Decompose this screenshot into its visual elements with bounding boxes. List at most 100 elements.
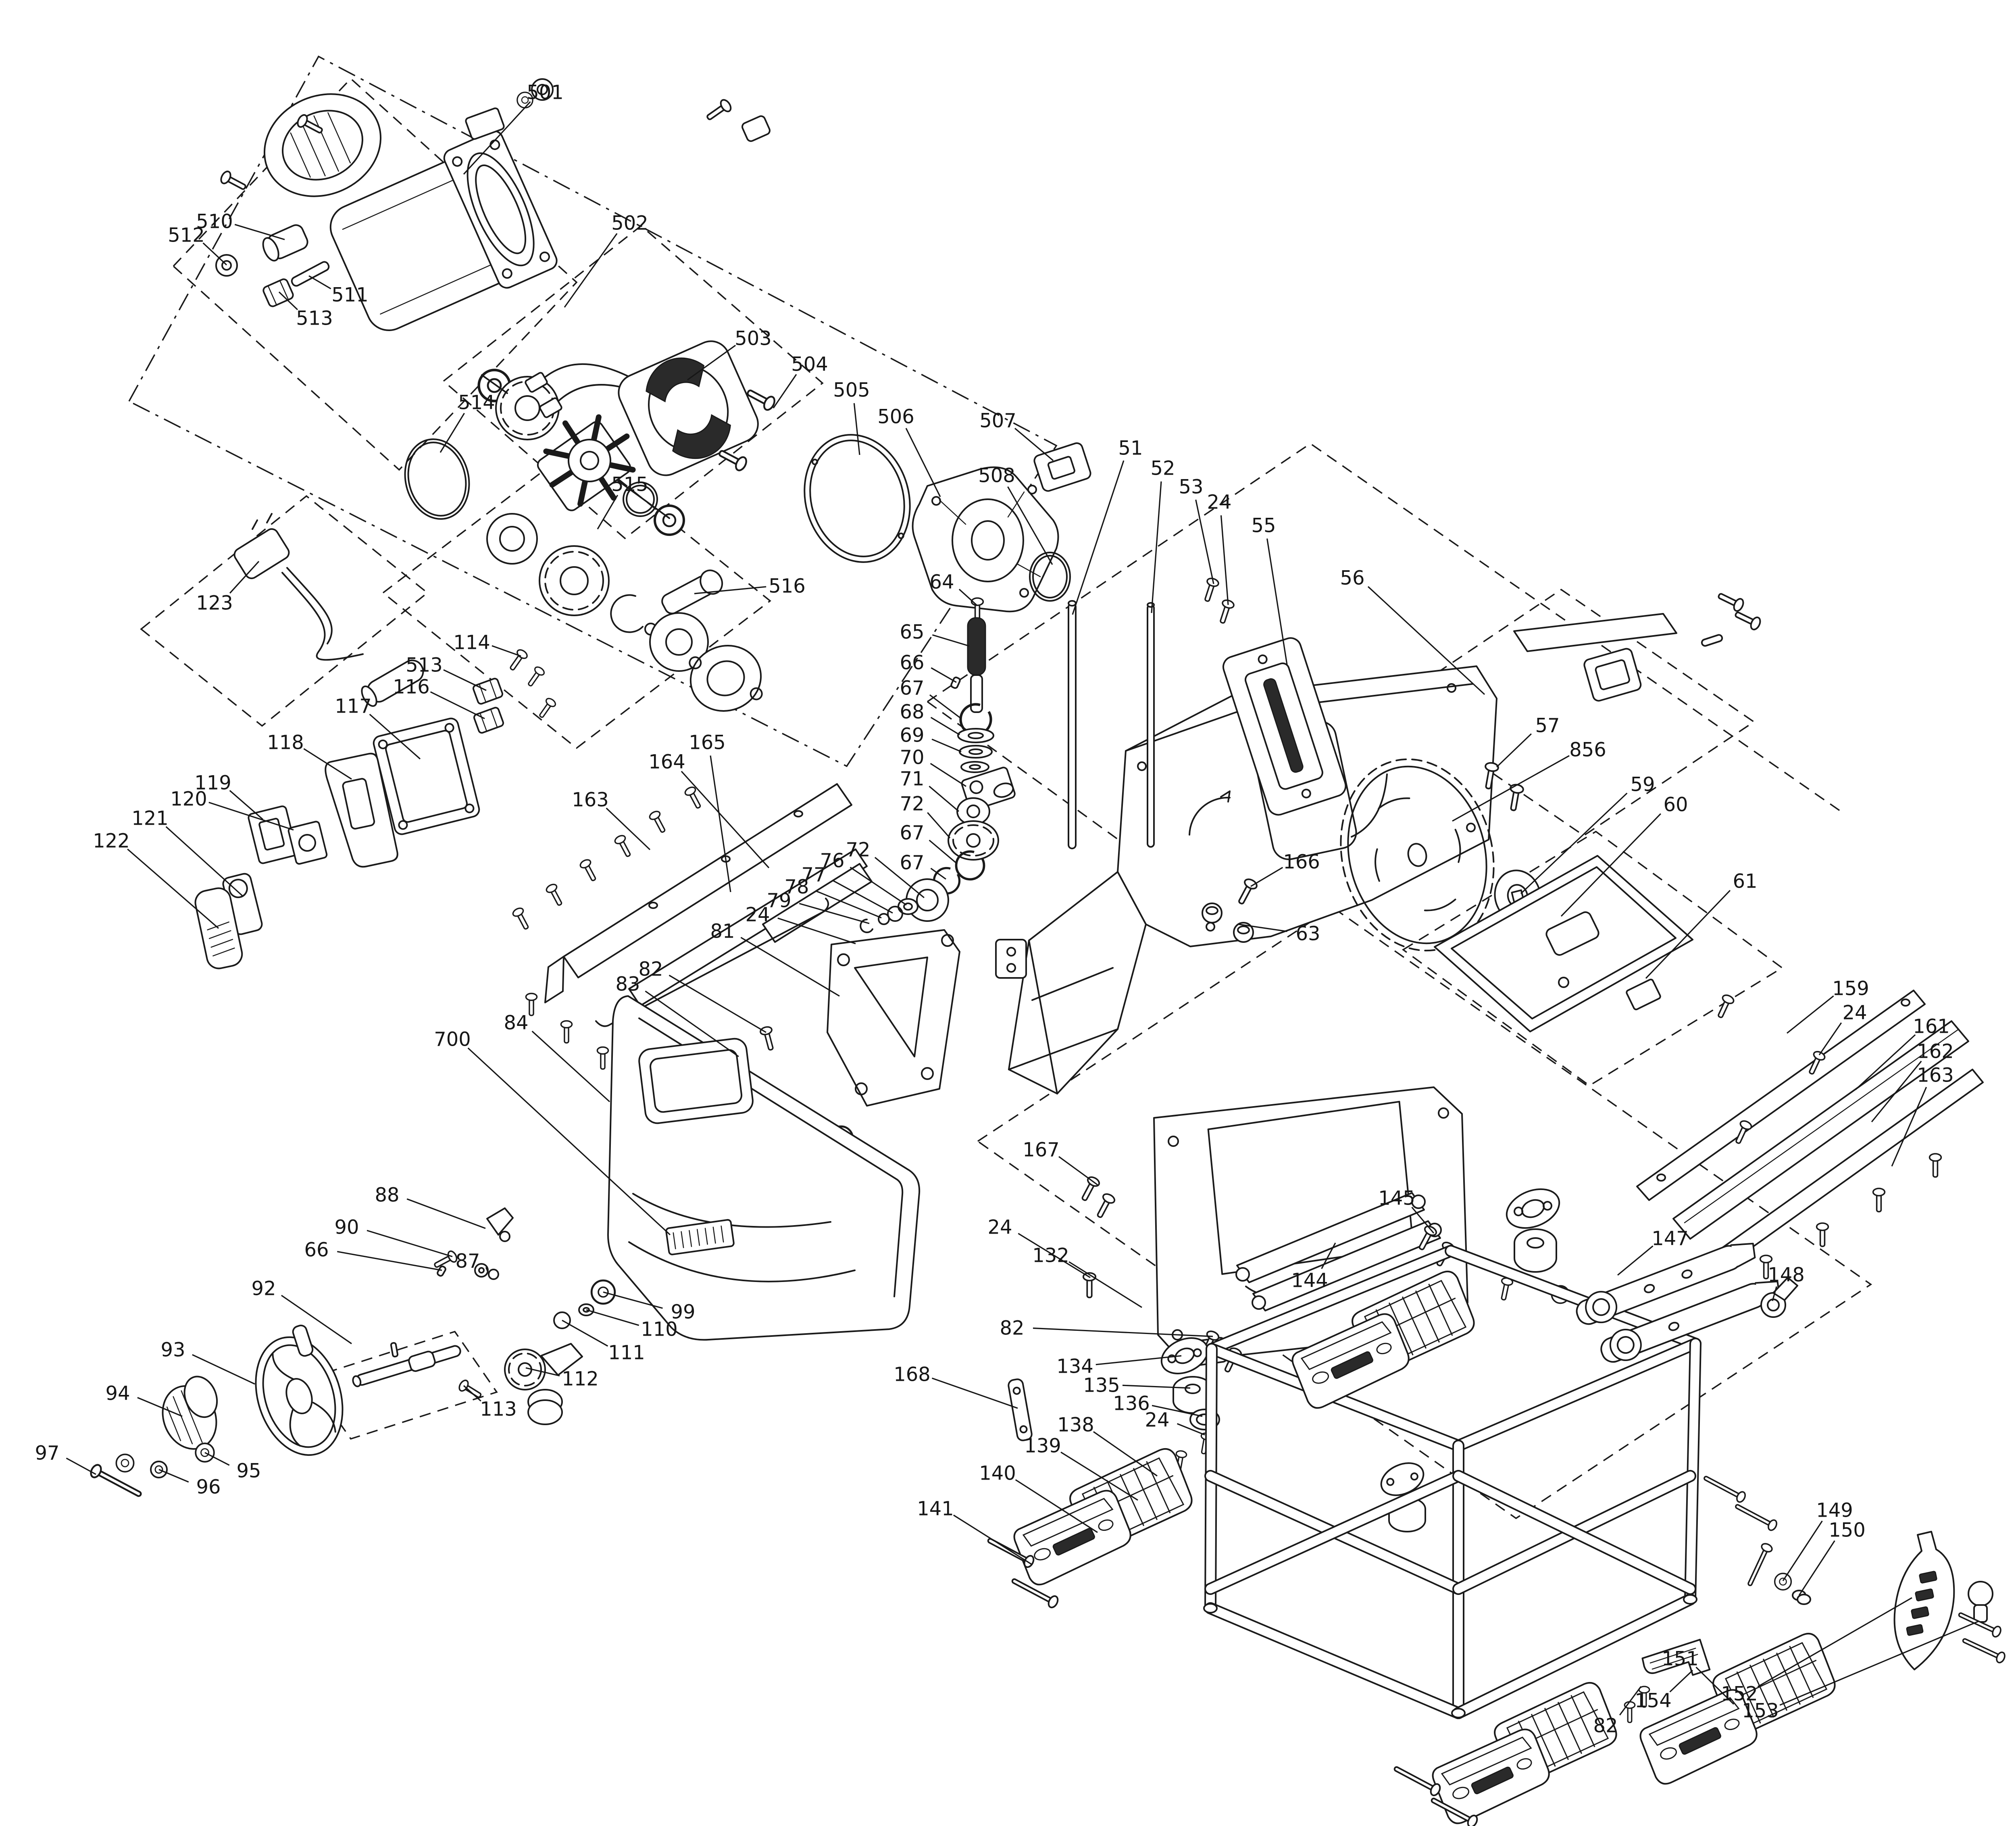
dashed-group-box	[382, 444, 771, 749]
leader-line-67	[930, 867, 946, 880]
part-callout-81: 81	[710, 920, 735, 942]
part-callout-513: 513	[296, 307, 333, 329]
leader-line-51	[1072, 460, 1125, 615]
part-callout-119: 119	[194, 771, 231, 794]
leader-line-96	[158, 1469, 189, 1483]
part-callout-65: 65	[900, 621, 924, 643]
push-stick	[1893, 1531, 2007, 1670]
leader-line-162	[1871, 1061, 1922, 1123]
part-callout-112: 112	[562, 1367, 599, 1390]
switch-paddle	[194, 887, 243, 969]
leader-line-149	[1782, 1520, 1823, 1581]
part-callout-24: 24	[1842, 1001, 1867, 1024]
leader-line-516	[694, 586, 766, 594]
part-callout-84: 84	[504, 1011, 528, 1034]
leader-line-65	[932, 634, 970, 647]
part-callout-163: 163	[1917, 1064, 1954, 1086]
part-callout-139: 139	[1024, 1434, 1061, 1457]
leader-line-76	[850, 867, 907, 906]
leader-line-24	[1220, 515, 1229, 605]
dashed-group-box	[1402, 830, 1784, 1087]
part-callout-70: 70	[900, 746, 924, 769]
dashed-group-box	[307, 1330, 498, 1440]
elevation-screw-stack	[850, 597, 1016, 967]
leader-line-151	[1695, 1666, 1735, 1705]
field-stator	[525, 340, 759, 476]
leader-line-67	[929, 694, 962, 719]
part-callout-77: 77	[801, 863, 826, 886]
part-callout-159: 159	[1832, 977, 1869, 1000]
part-callout-113: 113	[480, 1398, 517, 1420]
leader-line-512	[202, 242, 227, 266]
part-callout-72: 72	[900, 792, 924, 815]
switch-body	[248, 805, 298, 864]
nut-513	[262, 278, 294, 307]
link-pin-168	[1008, 1378, 1033, 1441]
leader-line-60	[1560, 813, 1661, 917]
part-callout-856: 856	[1569, 738, 1606, 761]
leader-line-159	[1787, 995, 1834, 1034]
leader-line-81	[740, 937, 840, 997]
part-callout-138: 138	[1057, 1413, 1094, 1436]
leader-line-117	[369, 713, 421, 760]
leader-line-856	[1452, 755, 1570, 822]
switch-box-frame	[373, 717, 480, 835]
part-callout-516: 516	[768, 575, 806, 597]
front-panel	[607, 995, 921, 1341]
part-callout-116: 116	[393, 675, 430, 698]
leader-line-90	[367, 1230, 453, 1257]
leader-line-94	[137, 1397, 183, 1417]
leader-line-110	[586, 1309, 639, 1326]
part-callout-64: 64	[929, 571, 954, 593]
leader-line-510	[234, 224, 285, 240]
part-callout-501: 501	[527, 81, 564, 104]
leader-line-145	[1411, 1207, 1435, 1234]
part-callout-56: 56	[1340, 567, 1364, 589]
part-callout-700: 700	[434, 1028, 471, 1051]
leader-line-64	[958, 588, 978, 607]
part-callout-72: 72	[846, 838, 870, 861]
part-callout-67: 67	[900, 677, 924, 699]
leader-line-93	[192, 1354, 255, 1385]
leader-line-141	[953, 1514, 1033, 1565]
leader-line-82	[669, 975, 766, 1033]
part-callout-60: 60	[1663, 793, 1688, 816]
leader-line-111	[562, 1319, 608, 1347]
brush-holder-507	[1033, 442, 1091, 492]
part-callout-144: 144	[1291, 1269, 1328, 1292]
leader-line-136	[1152, 1405, 1203, 1417]
part-callout-88: 88	[375, 1184, 399, 1206]
end-bracket-506	[912, 466, 1059, 613]
part-callout-67: 67	[900, 821, 924, 844]
leader-line-503	[687, 344, 736, 381]
leader-line-508	[1007, 486, 1053, 565]
part-callout-163: 163	[572, 788, 609, 811]
leader-line-700	[467, 1047, 671, 1236]
part-callout-153: 153	[1742, 1699, 1779, 1722]
part-callout-167: 167	[1023, 1138, 1060, 1161]
part-callout-150: 150	[1829, 1519, 1866, 1541]
part-callout-122: 122	[93, 830, 130, 852]
tilt-rod-92	[352, 1345, 461, 1387]
bearing-set	[486, 513, 763, 712]
leader-line-79	[799, 903, 870, 924]
part-callout-93: 93	[160, 1338, 185, 1361]
leader-line-66	[337, 1251, 442, 1271]
leader-line-150	[1798, 1540, 1835, 1596]
leader-line-120	[208, 802, 294, 831]
leader-line-165	[710, 755, 731, 892]
part-callout-141: 141	[917, 1497, 954, 1520]
leader-line-83	[645, 990, 739, 1057]
part-callout-96: 96	[196, 1476, 221, 1498]
leader-line-163	[606, 807, 651, 850]
pin-511	[291, 261, 330, 287]
leader-line-72	[874, 857, 925, 898]
part-callout-117: 117	[335, 695, 372, 717]
leader-line-134	[1095, 1355, 1182, 1365]
part-callout-511: 511	[331, 283, 369, 306]
part-callout-82: 82	[638, 958, 663, 980]
part-callout-121: 121	[131, 807, 169, 830]
leader-line-161	[1855, 1034, 1916, 1090]
part-callout-99: 99	[671, 1301, 695, 1323]
